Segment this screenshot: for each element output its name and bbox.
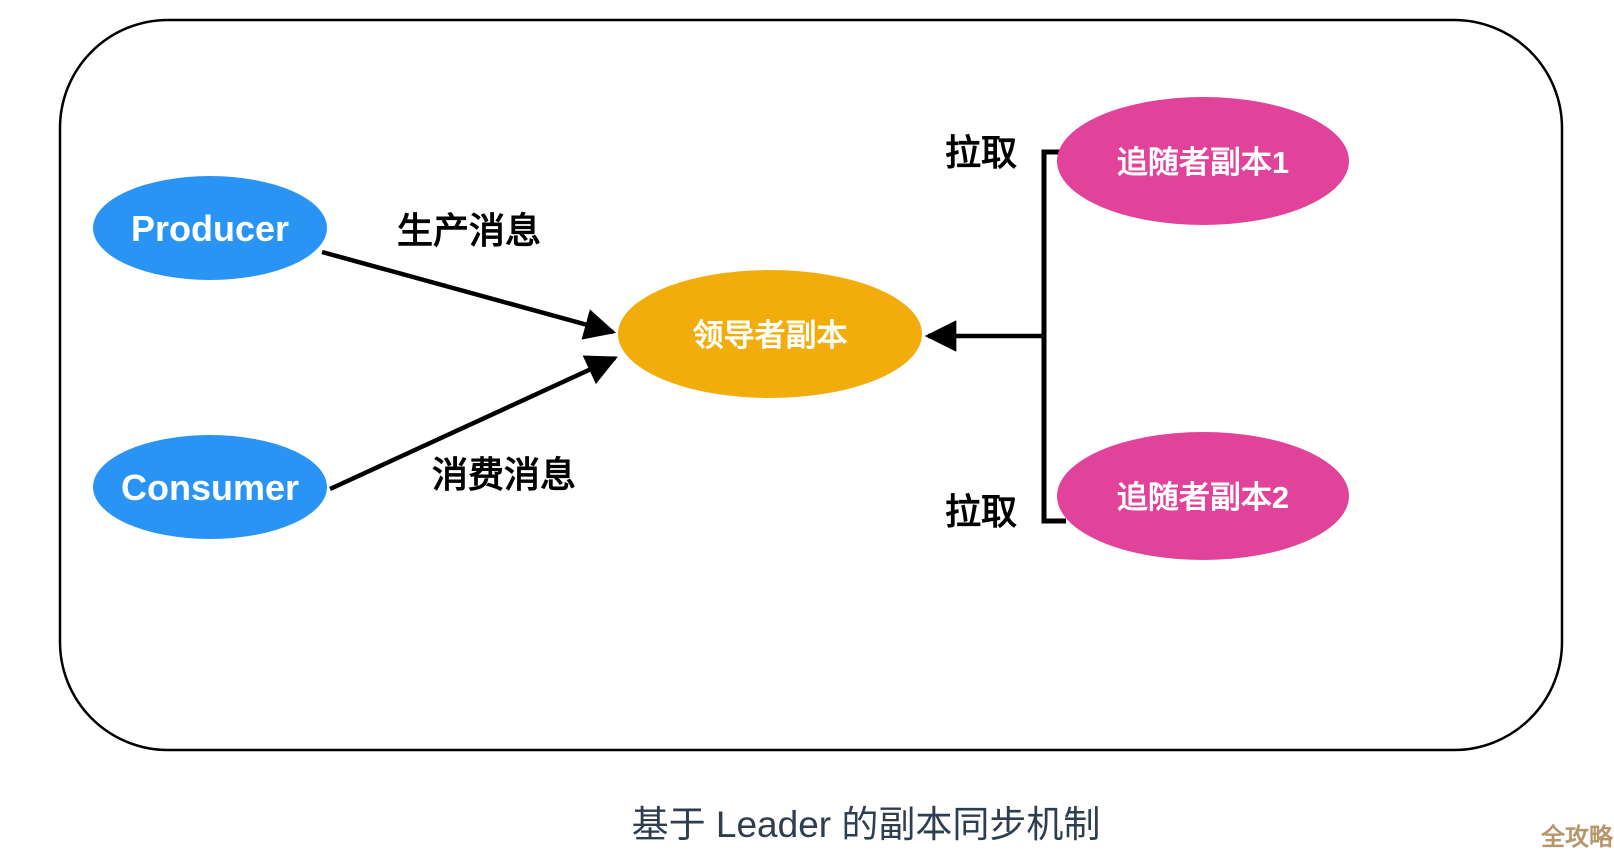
diagram-caption: 基于 Leader 的副本同步机制 [632,804,1101,845]
follower-replica-1-node-label: 追随者副本1 [1117,145,1289,180]
consumer-node [93,435,327,539]
consume-edge-label: 消费消息 [432,454,576,495]
producer-node [93,176,327,280]
pull-bottom-edge-label: 拉取 [945,491,1017,532]
follower-replica-2-node-label: 追随者副本2 [1117,480,1289,515]
producer-node-label: Producer [131,208,289,249]
watermark-text: 全攻略 [1540,823,1614,851]
follower-replica-1-node [1057,97,1349,225]
produce-arrow [321,249,617,340]
produce-edge-label: 生产消息 [397,210,541,251]
leader-replica-node-label: 领导者副本 [693,318,848,353]
consumer-node-label: Consumer [121,467,299,508]
pull-top-edge-label: 拉取 [945,132,1017,173]
consume-arrow [329,355,618,492]
leader-replica-node [618,270,922,398]
follower-replica-2-node [1057,432,1349,560]
